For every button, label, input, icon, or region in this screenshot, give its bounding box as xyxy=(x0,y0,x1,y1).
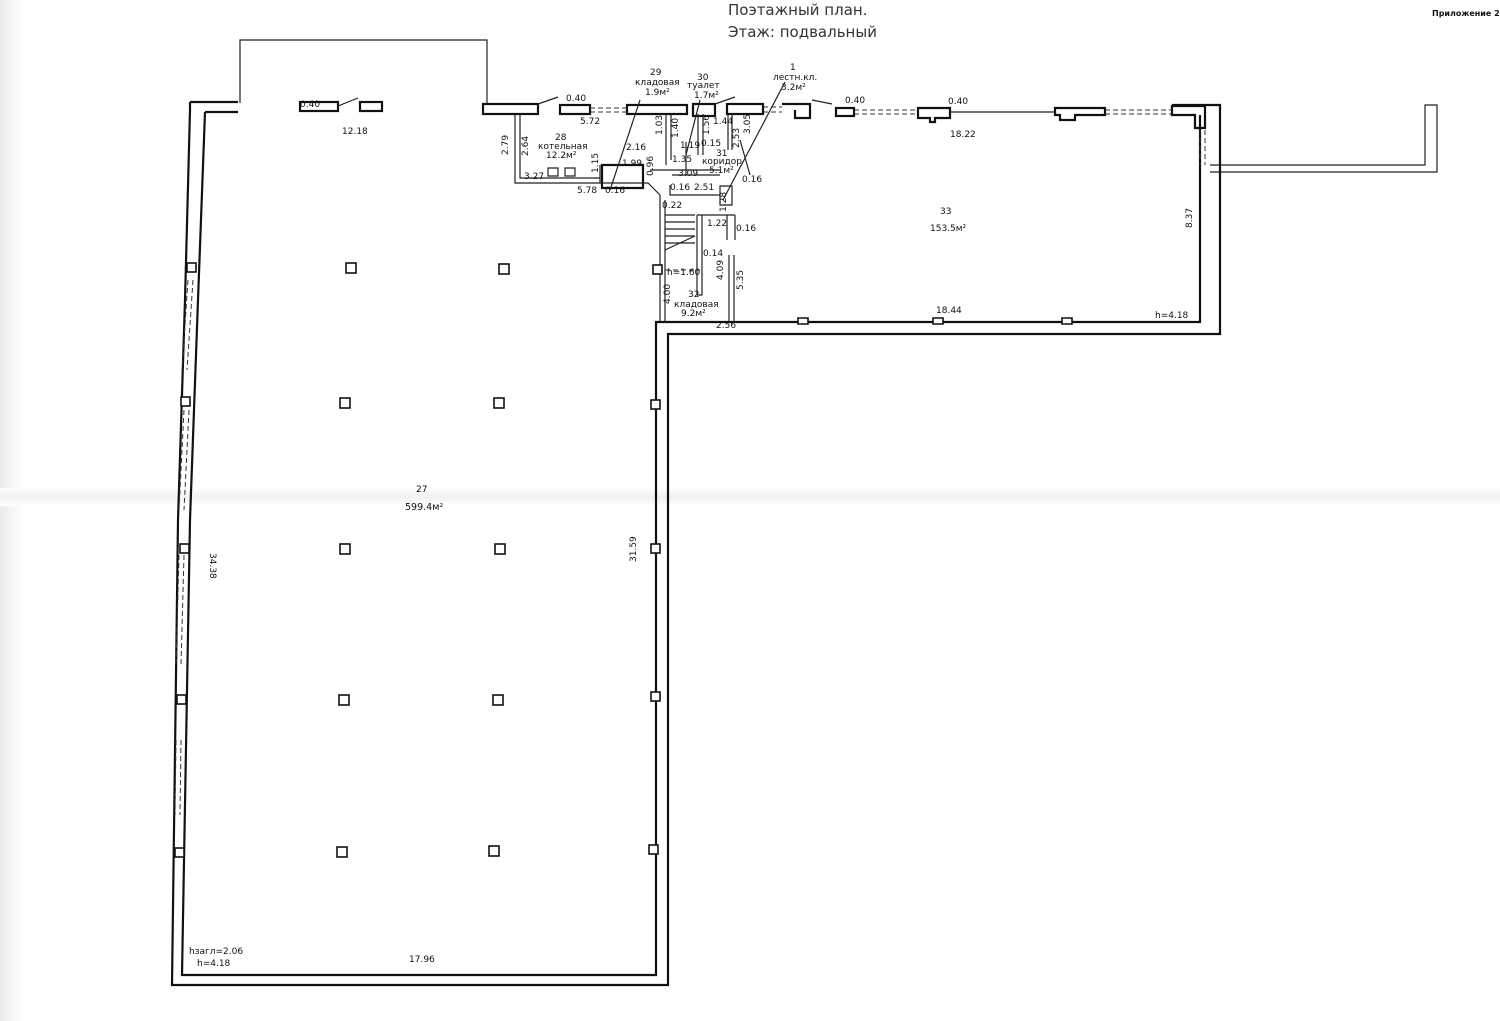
room-27-label: 27 599.4м² xyxy=(405,485,443,513)
svg-text:0.16: 0.16 xyxy=(605,186,625,196)
svg-text:18.44: 18.44 xyxy=(936,306,962,316)
room-28-label: 28 котельная 12.2м² xyxy=(538,133,588,161)
svg-text:0.22: 0.22 xyxy=(662,201,682,211)
svg-text:4.09: 4.09 xyxy=(716,260,726,280)
top-wall-segments xyxy=(298,96,1207,165)
svg-text:33: 33 xyxy=(940,207,951,217)
svg-text:1: 1 xyxy=(790,63,796,73)
appendix-label: Приложение 2 xyxy=(1432,9,1500,18)
svg-text:0.40: 0.40 xyxy=(566,94,586,104)
room-1-label: 1 лестн.кл. 3.2м² xyxy=(773,63,817,93)
svg-text:0.40: 0.40 xyxy=(948,97,968,107)
svg-text:5.1м²: 5.1м² xyxy=(709,166,734,176)
svg-text:кладовая: кладовая xyxy=(635,78,680,88)
svg-text:0.40: 0.40 xyxy=(300,100,320,110)
svg-text:1.28: 1.28 xyxy=(719,192,729,212)
svg-text:153.5м²: 153.5м² xyxy=(930,224,967,234)
svg-text:1.40: 1.40 xyxy=(671,118,681,138)
svg-text:1.19: 1.19 xyxy=(680,141,700,151)
svg-text:1.35: 1.35 xyxy=(672,155,692,165)
svg-text:2.56: 2.56 xyxy=(716,321,736,331)
svg-text:0.40: 0.40 xyxy=(845,96,865,106)
service-rooms-walls xyxy=(514,81,786,322)
svg-text:5.35: 5.35 xyxy=(736,270,746,290)
svg-text:1.03: 1.03 xyxy=(655,115,665,135)
svg-text:2.53: 2.53 xyxy=(732,128,742,148)
extension-outline xyxy=(1210,104,1438,173)
svg-text:hзагл=2.06: hзагл=2.06 xyxy=(189,947,243,957)
svg-text:0.96: 0.96 xyxy=(646,156,656,176)
svg-text:1.44: 1.44 xyxy=(713,117,733,127)
svg-text:0.15: 0.15 xyxy=(701,139,721,149)
svg-text:коридор: коридор xyxy=(702,157,742,167)
svg-text:туалет: туалет xyxy=(687,81,720,91)
svg-text:12.18: 12.18 xyxy=(342,127,368,137)
svg-text:1.15: 1.15 xyxy=(591,153,601,173)
svg-text:18.22: 18.22 xyxy=(950,130,976,140)
svg-text:0.16: 0.16 xyxy=(670,183,690,193)
svg-text:4.00: 4.00 xyxy=(663,284,673,304)
svg-text:1.56: 1.56 xyxy=(702,115,712,135)
svg-text:3.2м²: 3.2м² xyxy=(781,83,806,93)
paper-fold xyxy=(0,488,1500,506)
svg-text:1.9м²: 1.9м² xyxy=(645,88,670,98)
svg-text:1.22: 1.22 xyxy=(707,219,727,229)
room-32-label: 32 кладовая 9.2м² xyxy=(674,290,719,319)
svg-text:29: 29 xyxy=(650,68,662,78)
hall-27-walls xyxy=(170,100,1222,987)
svg-text:1.99: 1.99 xyxy=(622,159,642,169)
svg-text:2.51: 2.51 xyxy=(694,183,714,193)
svg-text:h=1.60: h=1.60 xyxy=(667,268,701,278)
left-windows xyxy=(174,279,194,816)
dimension-labels: 12.18 0.40 0.40 0.40 0.40 5.72 2.79 2.64… xyxy=(207,94,1195,965)
paper-edge xyxy=(0,0,22,1021)
svg-text:31: 31 xyxy=(716,149,727,159)
svg-text:1.7м²: 1.7м² xyxy=(694,91,719,101)
svg-text:2.64: 2.64 xyxy=(521,136,531,156)
svg-text:12.2м²: 12.2м² xyxy=(546,151,577,161)
svg-text:599.4м²: 599.4м² xyxy=(405,502,443,513)
svg-text:0.16: 0.16 xyxy=(742,175,762,185)
svg-text:0.14: 0.14 xyxy=(703,249,723,259)
svg-text:5.72: 5.72 xyxy=(580,117,600,127)
annex-outline xyxy=(239,39,488,103)
svg-text:32: 32 xyxy=(688,290,699,300)
svg-text:2.16: 2.16 xyxy=(626,143,646,153)
svg-text:3.27: 3.27 xyxy=(524,172,544,182)
columns xyxy=(174,262,1073,858)
room-31-label: 31 коридор 5.1м² xyxy=(702,149,742,176)
room-29-label: 29 кладовая 1.9м² xyxy=(635,68,680,98)
svg-text:5.78: 5.78 xyxy=(577,186,597,196)
svg-text:8.37: 8.37 xyxy=(1185,208,1195,228)
floor-label: Этаж: подвальный xyxy=(728,23,877,41)
svg-text:31.59: 31.59 xyxy=(629,536,639,562)
room-33-label: 33 153.5м² xyxy=(930,207,967,234)
svg-text:28: 28 xyxy=(555,133,567,143)
svg-text:0.16: 0.16 xyxy=(736,224,756,234)
svg-text:котельная: котельная xyxy=(538,142,588,152)
room-30-label: 30 туалет 1.7м² xyxy=(687,73,720,101)
svg-text:9.2м²: 9.2м² xyxy=(681,309,706,319)
svg-text:34.38: 34.38 xyxy=(207,553,217,579)
height-labels: h=1.60 h=4.18 hзагл=2.06 h=4.18 xyxy=(189,268,1189,969)
svg-text:2.79: 2.79 xyxy=(501,135,511,155)
svg-text:h=4.18: h=4.18 xyxy=(1155,311,1189,321)
svg-text:кладовая: кладовая xyxy=(674,300,719,310)
plan-title: Поэтажный план. xyxy=(728,1,867,19)
svg-text:3.09: 3.09 xyxy=(678,169,698,179)
svg-text:h=4.18: h=4.18 xyxy=(197,959,231,969)
svg-text:3.05: 3.05 xyxy=(743,114,753,134)
svg-text:лестн.кл.: лестн.кл. xyxy=(773,73,817,83)
svg-text:17.96: 17.96 xyxy=(409,955,435,965)
svg-text:30: 30 xyxy=(697,73,709,83)
svg-text:27: 27 xyxy=(416,485,427,495)
